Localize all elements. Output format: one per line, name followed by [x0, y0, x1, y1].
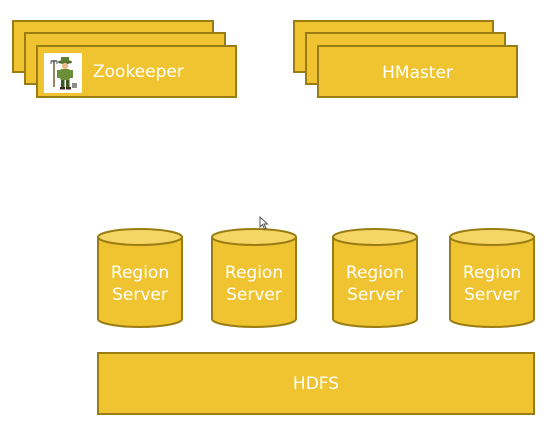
hmaster-label: HMaster — [382, 63, 453, 83]
region-server-line2: Server — [226, 285, 282, 305]
zookeeper-label: Zookeeper — [93, 62, 184, 82]
hdfs-box: HDFS — [97, 352, 535, 415]
region-server-cylinder — [97, 228, 183, 328]
region-server-line2: Server — [464, 285, 520, 305]
region-server-label: Region Server — [447, 262, 537, 306]
region-server-line1: Region — [462, 263, 522, 283]
hmaster-box: HMaster — [317, 45, 518, 98]
hdfs-label: HDFS — [292, 374, 340, 394]
gardener-icon — [44, 53, 82, 93]
region-server-label: Region Server — [209, 262, 299, 306]
region-server-line1: Region — [345, 263, 405, 283]
region-server-cylinder — [449, 228, 535, 328]
region-server-line2: Server — [347, 285, 403, 305]
region-server-label: Region Server — [330, 262, 420, 306]
region-server-label: Region Server — [95, 262, 185, 306]
region-server-cylinder — [332, 228, 418, 328]
region-server-line2: Server — [112, 285, 168, 305]
region-server-line1: Region — [224, 263, 284, 283]
region-server-cylinder — [211, 228, 297, 328]
mouse-pointer-icon — [259, 216, 269, 230]
region-server-line1: Region — [110, 263, 170, 283]
